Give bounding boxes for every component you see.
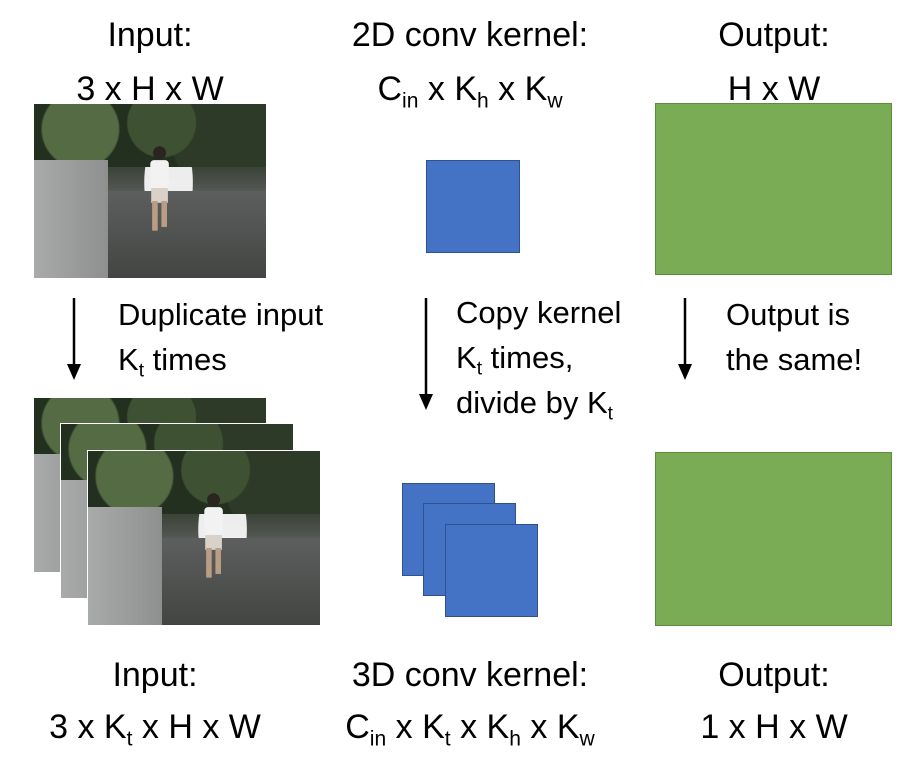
bottom-input-title: Input:: [112, 656, 198, 694]
copy-line1: Copy kernel: [456, 295, 622, 330]
top-input-dims: 3 x H x W: [76, 70, 224, 108]
stacked-frame-3: [88, 451, 320, 625]
output-same-text: Output is the same!: [726, 292, 862, 382]
output-same-line1: Output is: [726, 297, 851, 332]
k3-x1: x K: [386, 708, 445, 746]
copy-k: K: [456, 340, 477, 375]
copy-line2: Kt times,: [456, 335, 621, 380]
top-output-title: Output:: [718, 16, 830, 54]
wall: [34, 159, 109, 278]
bottom-kernel3d-dims: Cin x Kt x Kh x Kw: [300, 704, 640, 750]
road: [157, 538, 320, 625]
duplicate-k: K: [118, 342, 139, 377]
output-3d-rect: [655, 452, 892, 626]
bottom-input-pre: 3 x K: [49, 708, 127, 746]
wall: [88, 506, 163, 625]
dims-x2: x K: [488, 70, 548, 108]
copy-kernel-text: Copy kernel Kt times, divide by Kt: [456, 290, 621, 425]
output-2d-rect: [655, 103, 892, 275]
runner-figure: [149, 146, 169, 231]
duplicate-k-sub: t: [138, 360, 145, 382]
dims-c: C: [377, 70, 403, 108]
dims-h-sub: h: [477, 89, 489, 113]
k3-t-sub: t: [444, 727, 451, 751]
road: [103, 191, 266, 278]
duplicate-rest: times: [144, 342, 227, 377]
runner-figure: [203, 493, 223, 578]
copy-k-sub: t: [476, 358, 483, 380]
k3-x2: x K: [450, 708, 510, 746]
copy-rest: times,: [482, 340, 574, 375]
input-video-frame: [34, 104, 266, 278]
duplicate-input-text: Duplicate input Kt times: [118, 292, 323, 382]
dims-x1: x K: [418, 70, 477, 108]
top-output-dims: H x W: [727, 70, 821, 108]
k3-w-sub: w: [579, 727, 595, 751]
copy-line3: divide by Kt: [456, 380, 621, 425]
dims-w-sub: w: [547, 89, 563, 113]
dims-c-sub: in: [402, 89, 419, 113]
duplicate-line2: Kt times: [118, 337, 323, 382]
arrow-down-center: [419, 298, 433, 410]
bottom-output-dims: 1 x H x W: [700, 708, 848, 746]
bottom-input-dims: 3 x Kt x H x W: [20, 704, 290, 750]
k3-c: C: [345, 708, 370, 746]
kernel-2d-square: [426, 160, 520, 253]
k3-h-sub: h: [509, 727, 521, 751]
bottom-kernel3d-title: 3D conv kernel:: [351, 656, 589, 694]
bottom-output-title: Output:: [718, 656, 830, 694]
k3-c-sub: in: [369, 727, 387, 751]
divide-k-sub: t: [607, 403, 613, 425]
bottom-input-post: x H x W: [132, 708, 261, 746]
arrow-down-left: [67, 298, 81, 380]
top-kernel2d-title: 2D conv kernel:: [351, 16, 589, 54]
divide-text: divide by K: [456, 385, 608, 420]
output-same-line2: the same!: [726, 342, 863, 377]
duplicate-line1: Duplicate input: [118, 297, 324, 332]
top-input-title: Input:: [107, 16, 193, 54]
trees: [88, 451, 320, 514]
arrow-down-right: [678, 298, 692, 380]
bottom-input-t-sub: t: [126, 727, 133, 751]
trees: [34, 104, 266, 167]
k3-x3: x K: [520, 708, 580, 746]
kernel-3d-square-3: [445, 524, 538, 617]
top-kernel2d-dims: Cin x Kh x Kw: [320, 66, 620, 112]
